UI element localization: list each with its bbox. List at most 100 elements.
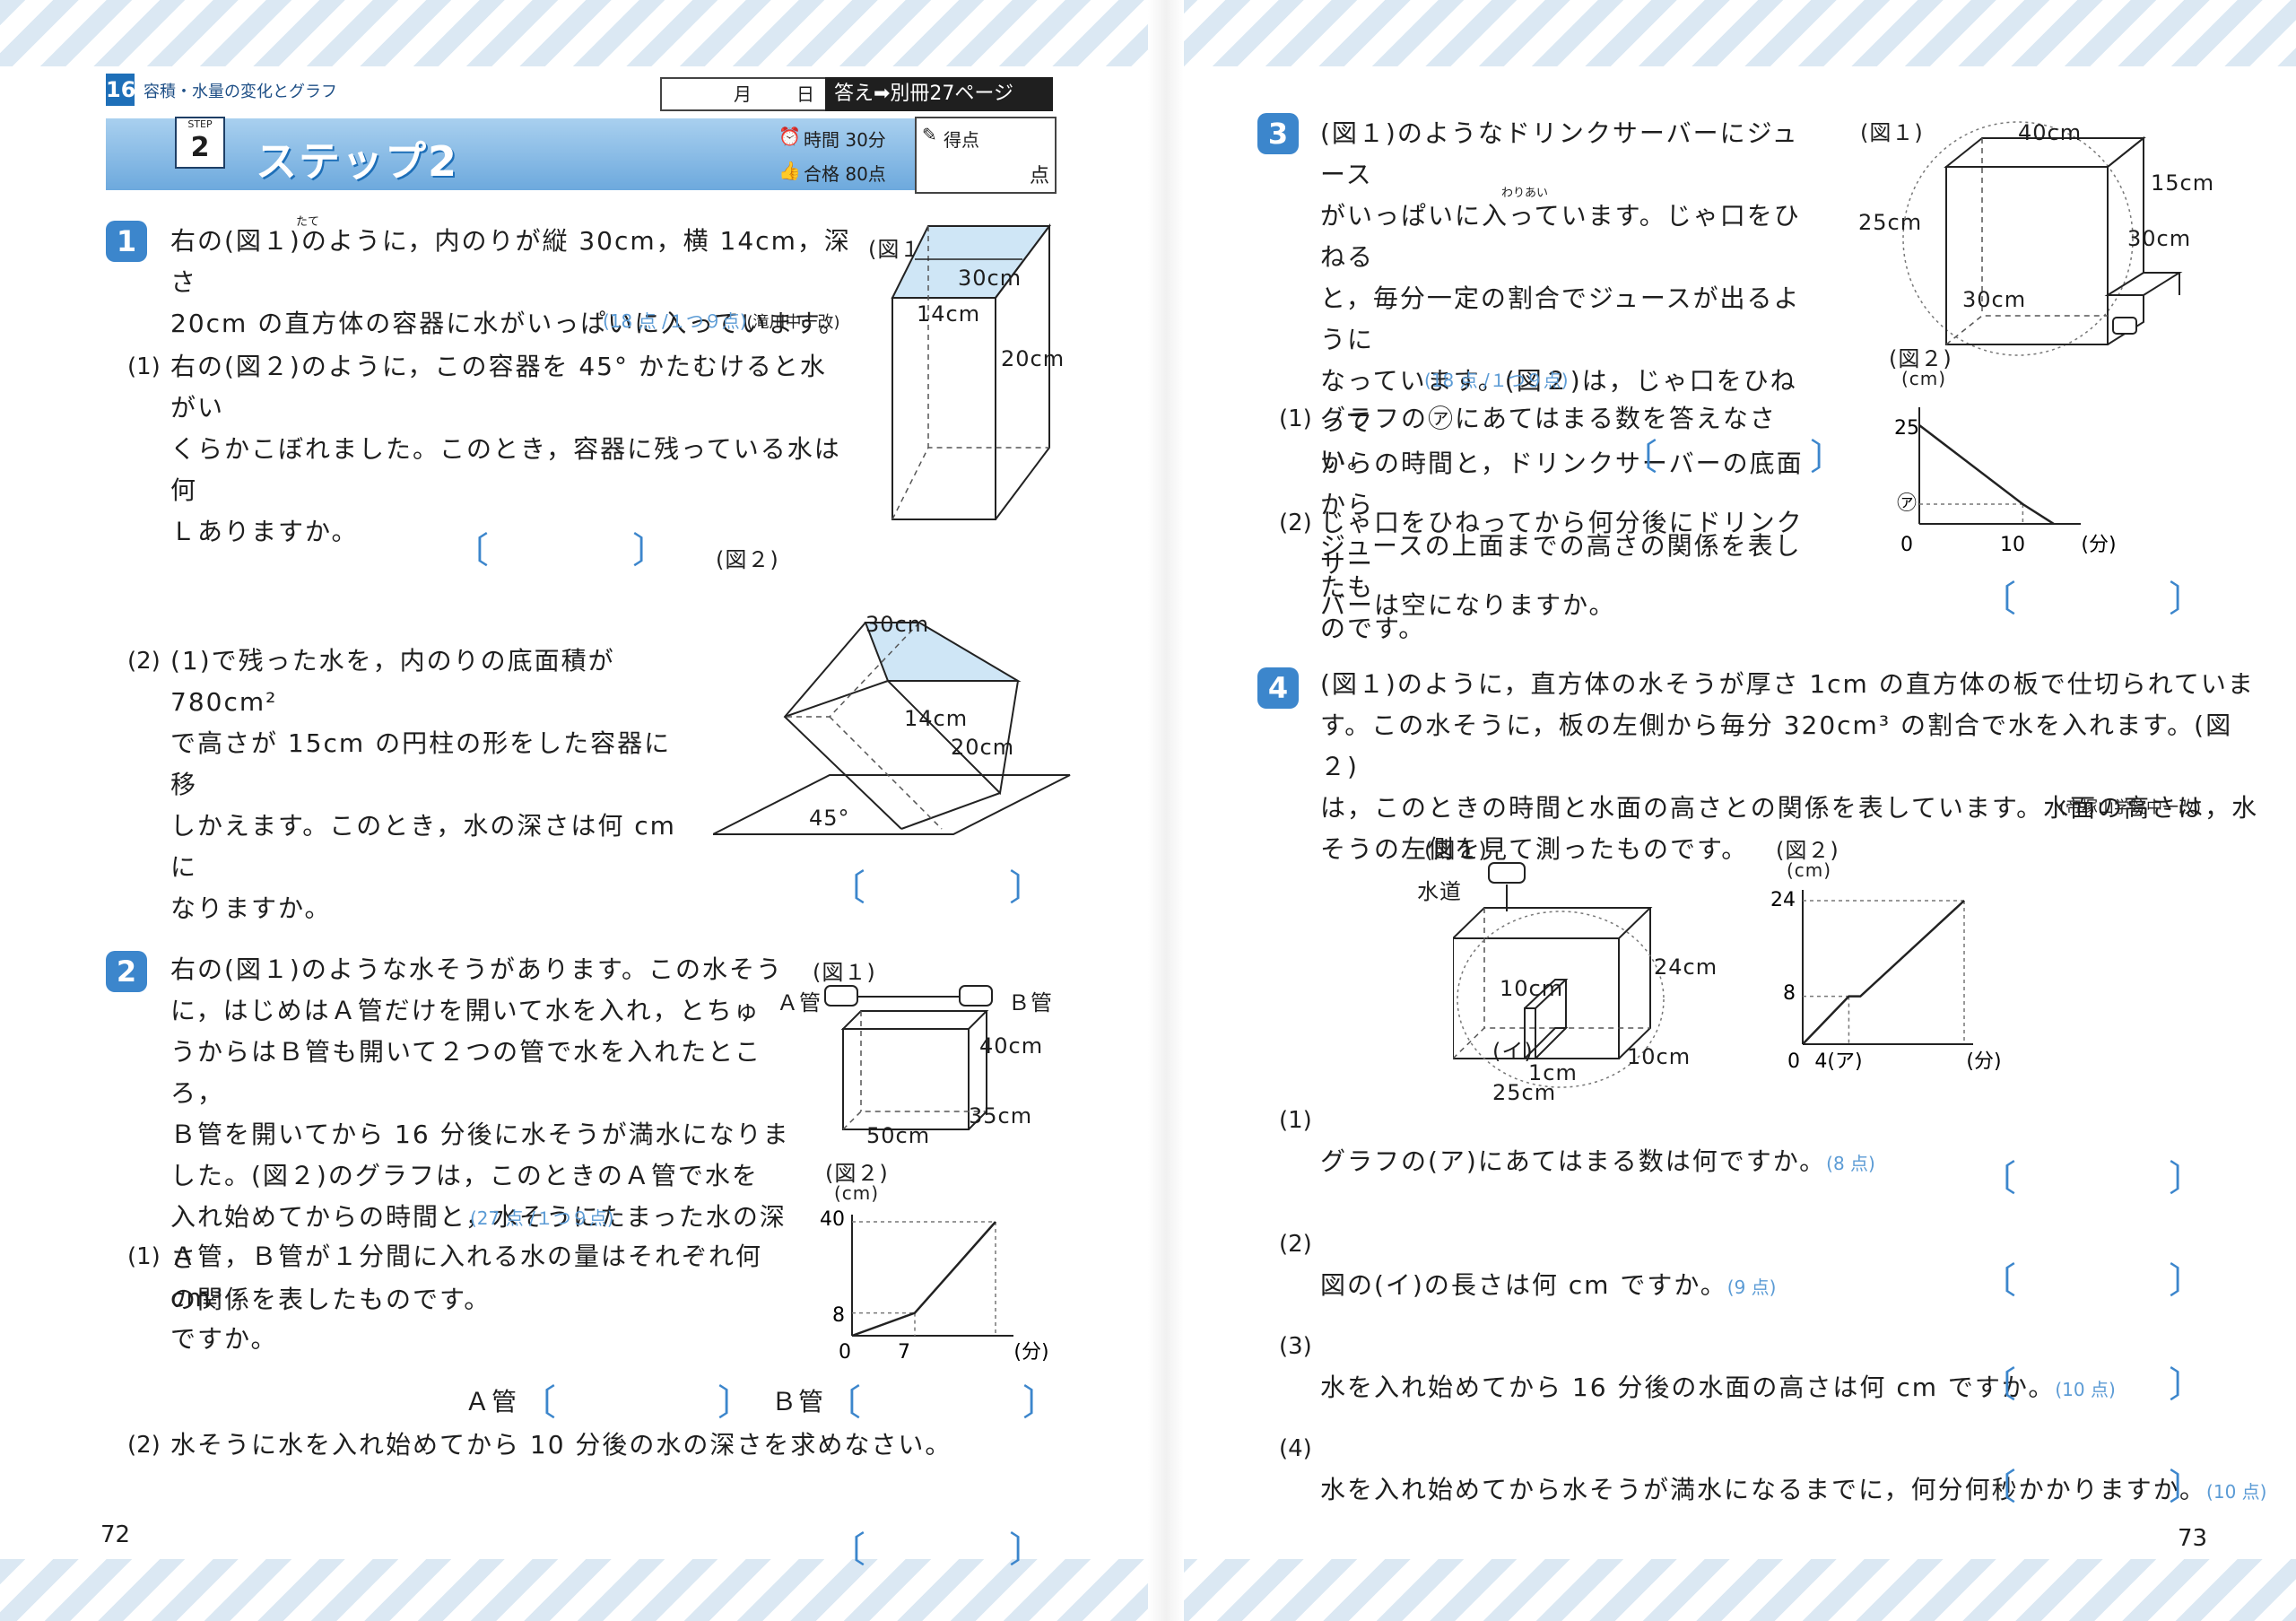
q1-sub2-answer-box[interactable]: 〔〕: [830, 867, 1045, 909]
q3-fig2-y-unit: (cm): [1901, 368, 1947, 389]
q2-answer-b-label: Ｂ管: [771, 1387, 826, 1416]
date-box[interactable]: 月 日: [660, 77, 829, 111]
q4-sub4-row: 水を入れ始めてから水そうが満水になるまでに，何分何秒かかりますか。(10 点): [1320, 1428, 2289, 1512]
q4-sub4-text: 水を入れ始めてから水そうが満水になるまでに，何分何秒かかりますか。: [1320, 1475, 2207, 1504]
q2-fig2-y-unit: (cm): [834, 1182, 880, 1204]
q1-badge: 1: [106, 221, 147, 262]
date-day: 日: [796, 83, 814, 105]
q4-sub2-number: (2): [1279, 1231, 1312, 1258]
q1-sub1-answer-box[interactable]: 〔〕: [453, 530, 668, 571]
q2-answer-a-box[interactable]: 〔〕: [520, 1382, 753, 1424]
q4-sub4-points: (10 点): [2206, 1481, 2267, 1503]
q4-x-unit: (分): [1966, 1050, 2001, 1073]
q4-sub2-text: 図の(イ)の長さは何 cm ですか。: [1320, 1270, 1727, 1300]
q4-sub3-text: 水を入れ始めてから 16 分後の水面の高さは何 cm ですか。: [1320, 1373, 2056, 1402]
q3-sub1-answer-box[interactable]: 〔〕: [1622, 437, 1846, 478]
q4-sub1-row: グラフの(ア)にあてはまる数は何ですか。(8 点): [1320, 1100, 2217, 1184]
q4-sub2-row: 図の(イ)の長さは何 cm ですか。(9 点): [1320, 1224, 2217, 1308]
q4-sub1-answer-box[interactable]: 〔〕: [1980, 1158, 2205, 1199]
q1-text: 右の(図１)のように，内のりが縦 30cm，横 14cm，深さ 20cm の直方…: [170, 226, 851, 338]
q1-fig2-depth: 14cm: [904, 706, 969, 731]
q2-fig1-label: (図１): [813, 960, 876, 985]
q3-fig1-width: 40cm: [2018, 120, 2083, 145]
step-label: STEP: [187, 118, 213, 130]
q4-sub2-answer-box[interactable]: 〔〕: [1980, 1260, 2205, 1302]
q1-fig2-tilted-container: [713, 622, 1071, 835]
q4-fig2-y-unit: (cm): [1787, 859, 1832, 881]
q2-x-mark-tick: 7: [898, 1341, 910, 1364]
q4-fig1-depth: 10cm: [1627, 1044, 1692, 1069]
book-gutter: [1148, 0, 1184, 1621]
q4-x-zero-tick: 0: [1787, 1050, 1800, 1073]
q4-sub3-answer-box[interactable]: 〔〕: [1980, 1364, 2205, 1406]
q2-x-zero-tick: 0: [839, 1341, 851, 1364]
score-box[interactable]: 得点 ✎ 点: [915, 117, 1057, 194]
q3-fig2-label: (図２): [1889, 346, 1952, 371]
page-right: 3 わりあい (図１)のようなドリンクサーバーにジュース がいっぱいに入っていま…: [1184, 66, 2296, 1559]
q3-fig1-label: (図１): [1860, 120, 1924, 145]
q2-y-top-tick: 40: [820, 1208, 845, 1231]
q4-fig2-chart: 24 8 0 4(ア) (分): [1770, 889, 2002, 1073]
q3-y-mid-tick: ㋐: [1897, 492, 1917, 515]
q4-sub1-text: グラフの(ア)にあてはまる数は何ですか。: [1320, 1146, 1827, 1176]
q2-points: (27 点 /１つ９点): [470, 1207, 614, 1229]
q3-x-unit: (分): [2081, 534, 2116, 556]
q2-fig1-a-pipe-label: Ａ管: [777, 990, 822, 1015]
q3-sub2-answer-box[interactable]: 〔〕: [1980, 579, 2205, 620]
q4-sub1-number: (1): [1279, 1107, 1312, 1134]
q2-fig1-height: 40cm: [979, 1033, 1044, 1059]
q4-x-mark-tick: 4(ア): [1814, 1050, 1862, 1073]
q3-fig2-chart: 25 ㋐ 0 10 (分): [1894, 407, 2117, 556]
q4-fig1-height: 24cm: [1654, 954, 1718, 980]
score-unit: 点: [1029, 165, 1049, 187]
pass-score: 合格 80点: [804, 163, 886, 185]
q4-fig1-label: (図１): [1424, 838, 1488, 863]
q4-fig1-plate-height: 10cm: [1500, 976, 1564, 1001]
q3-height-line: [1918, 424, 2055, 526]
thumbs-up-icon: 👍: [778, 160, 801, 181]
q1-points: (18 点 /１つ９点): [603, 310, 747, 332]
q3-fig1-small-height: 15cm: [2151, 170, 2215, 196]
step-flag-icon: STEP 2: [175, 117, 225, 169]
q2-sub2-number: (2): [127, 1432, 161, 1459]
time-pass-box: ⏰ 時間 30分 👍 合格 80点: [778, 118, 913, 187]
q1-sub2-number: (2): [127, 648, 161, 675]
q4-sub1-points: (8 点): [1826, 1153, 1875, 1174]
q4-y-top-tick: 24: [1770, 889, 1796, 911]
q2-sub2-answer-box[interactable]: 〔〕: [830, 1529, 1045, 1571]
q3-fig1-drink-server: [1902, 121, 2183, 356]
chapter-number: 16: [106, 74, 135, 106]
q4-fig1-divided-tank: [1453, 862, 1665, 1088]
q3-sub1-number: (1): [1279, 405, 1312, 432]
q4-height-line: [1802, 900, 1965, 1045]
step-number: 2: [190, 132, 210, 163]
q2-answer-a-label: Ａ管: [465, 1387, 519, 1416]
q1-source: (滝川中一改): [746, 313, 840, 332]
answer-reference: 答え➡別冊27ページ: [825, 77, 1053, 111]
date-month: 月: [734, 83, 752, 105]
q3-sub2-text: じゃ口をひねってから何分後にドリンクサー バーは空になりますか。: [1320, 508, 1804, 620]
q4-badge: 4: [1257, 667, 1299, 709]
q1-fig2-width: 30cm: [865, 612, 930, 637]
q4-y-mid-tick: 8: [1783, 982, 1796, 1005]
q1-fig1-cuboid: [891, 223, 1051, 520]
page-left: 16 容積・水量の変化とグラフ STEP 2 ステップ2 月 日 答え➡別冊27…: [0, 66, 1148, 1568]
q3-fig1-small-depth: 30cm: [2127, 226, 2192, 251]
pencil-icon: ✎: [922, 124, 937, 145]
q2-fig2-label: (図２): [825, 1161, 889, 1186]
q1-meta: (18 点 /１つ９点)(滝川中一改): [603, 307, 840, 333]
q2-fig1-width: 50cm: [866, 1123, 931, 1148]
faucet-icon: [2112, 317, 2137, 335]
time-limit: 時間 30分: [804, 129, 886, 151]
faucet-b-icon: [959, 985, 993, 1007]
q1-fig2-height: 20cm: [951, 735, 1015, 760]
faucet-a-icon: [824, 985, 858, 1007]
q4-sub4-answer-box[interactable]: 〔〕: [1980, 1467, 2205, 1508]
q3-x-zero-tick: 0: [1900, 534, 1913, 556]
q2-answer-b-box[interactable]: 〔〕: [825, 1382, 1058, 1424]
step-title: ステップ2: [256, 137, 459, 186]
q3-badge: 3: [1257, 113, 1299, 154]
q4-fig1-width: 25cm: [1492, 1080, 1557, 1105]
score-label: 得点: [944, 129, 979, 151]
q2-fig1-tank: [824, 985, 993, 1130]
